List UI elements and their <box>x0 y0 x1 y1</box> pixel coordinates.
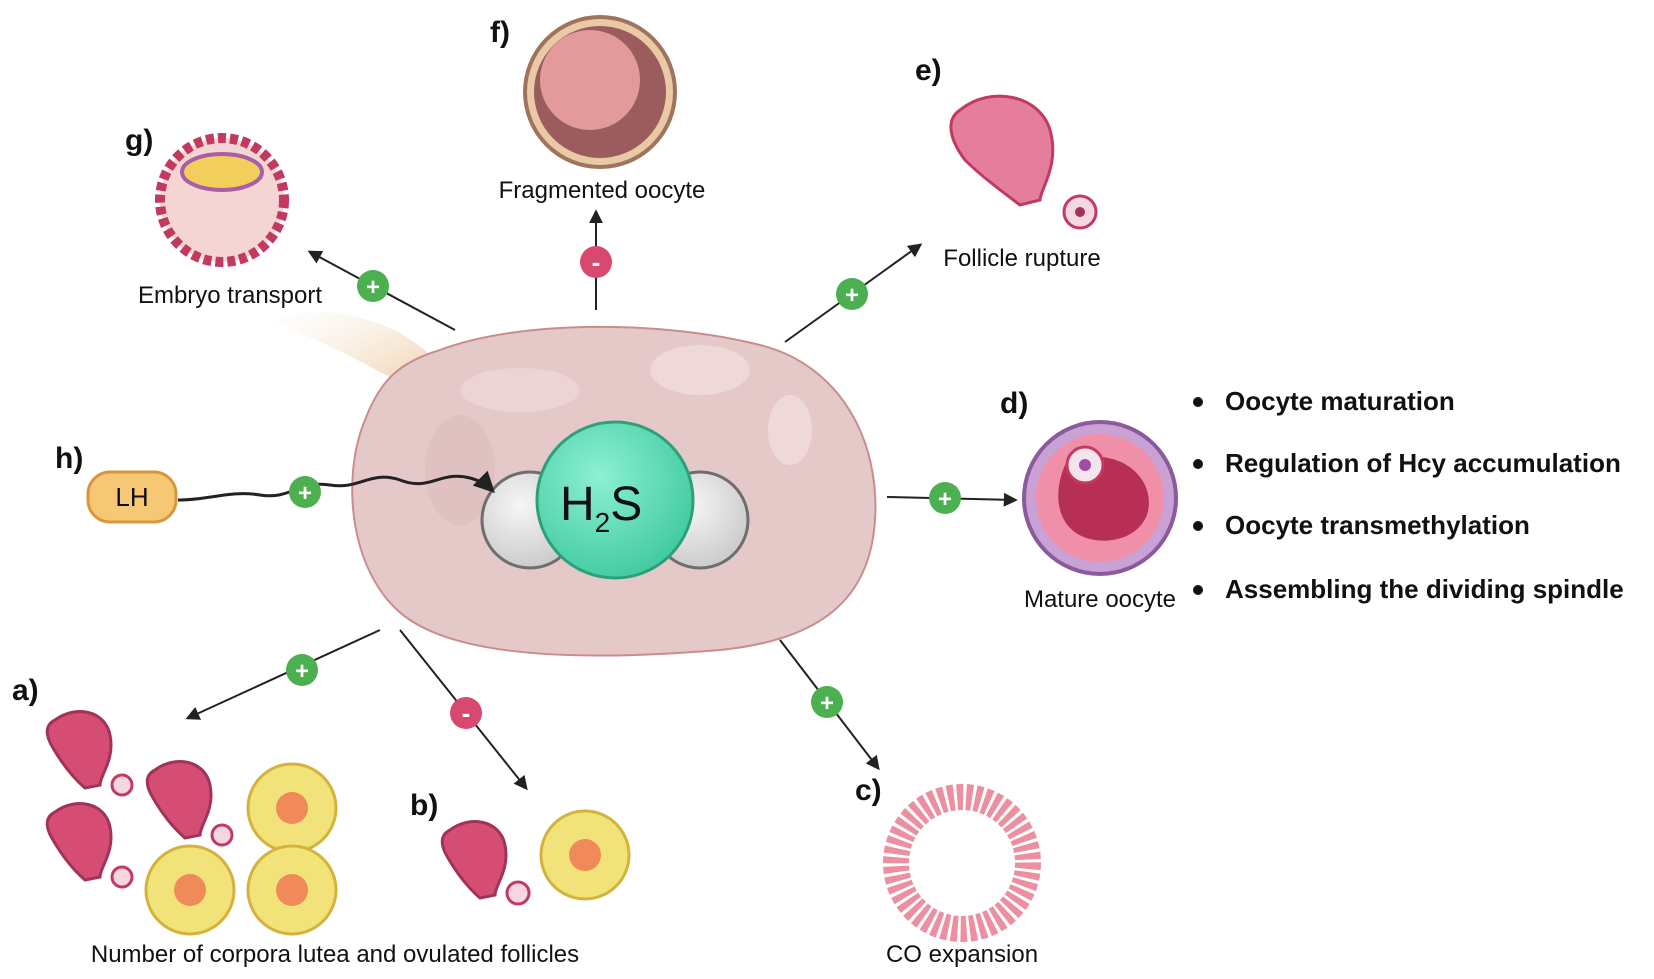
plus-badge-c: + <box>811 686 843 718</box>
svg-text:+: + <box>938 486 952 513</box>
panel-f: f) Fragmented oocyte - <box>490 15 706 310</box>
bullet-item: Oocyte transmethylation <box>1225 510 1530 540</box>
lh-badge <box>86 470 178 524</box>
minus-badge-b: - <box>450 697 482 729</box>
svg-text:-: - <box>462 698 471 728</box>
panel-e-label: Follicle rupture <box>943 245 1100 272</box>
svg-text:+: + <box>820 690 834 717</box>
corpus-luteum-icon <box>539 809 631 901</box>
panel-g-letter: g) <box>125 124 153 157</box>
svg-text:-: - <box>592 247 601 277</box>
lh-wave-arrow <box>177 470 495 502</box>
minus-badge-f: - <box>580 246 612 278</box>
bullet-item: Assembling the dividing spindle <box>1225 574 1624 604</box>
panel-b-letter: b) <box>410 789 438 822</box>
panel-f-letter: f) <box>490 16 510 49</box>
panel-c-label: CO expansion <box>886 941 1038 968</box>
co-expansion-icon <box>883 784 1041 942</box>
panel-f-label: Fragmented oocyte <box>499 177 706 204</box>
svg-text:+: + <box>295 658 309 685</box>
plus-badge-e: + <box>836 278 868 310</box>
h2s-formula: H2S <box>560 478 642 538</box>
panel-g-label: Embryo transport <box>138 282 322 309</box>
panel-g: g) Embryo transport + <box>125 124 456 331</box>
panel-e-letter: e) <box>915 54 942 87</box>
panel-a-letter: a) <box>12 674 39 707</box>
panel-a: a) Number of corpora lutea and ovulated … <box>12 629 579 968</box>
panel-d-label: Mature oocyte <box>1024 586 1176 613</box>
panel-b: b) - <box>399 629 631 906</box>
arrow-a <box>185 629 381 720</box>
panel-e: e) Follicle rupture + <box>784 54 1101 343</box>
plus-badge-g: + <box>357 270 389 302</box>
follicle-icon <box>45 710 134 797</box>
sulfur-atom <box>535 420 695 580</box>
follicle-icon <box>145 760 234 847</box>
svg-text:+: + <box>845 282 859 309</box>
bullet-list: Oocyte maturation Regulation of Hcy accu… <box>1193 386 1624 604</box>
follicle-icon <box>45 802 134 889</box>
panel-c-letter: c) <box>855 774 882 807</box>
corpus-luteum-icon <box>246 762 338 854</box>
bullet-item: Oocyte maturation <box>1225 386 1455 416</box>
lh-label: LH <box>115 482 148 512</box>
panel-d: d) Mature oocyte + <box>886 387 1178 613</box>
follicle-rupture-icon <box>949 94 1055 207</box>
panel-h-letter: h) <box>55 442 83 475</box>
panel-h: h) LH + <box>55 442 495 524</box>
h2s-molecule: H2S <box>480 420 750 580</box>
plus-badge-h: + <box>289 476 321 508</box>
plus-badge-a: + <box>286 654 318 686</box>
panel-d-letter: d) <box>1000 387 1028 420</box>
panel-c: c) CO expansion + <box>779 639 1041 968</box>
follicle-icon <box>440 820 508 900</box>
svg-text:+: + <box>366 274 380 301</box>
plus-badge-d: + <box>929 482 961 514</box>
corpus-luteum-icon <box>246 844 338 936</box>
bullet-item: Regulation of Hcy accumulation <box>1225 448 1621 478</box>
panel-a-label: Number of corpora lutea and ovulated fol… <box>91 941 579 968</box>
corpus-luteum-icon <box>144 844 236 936</box>
svg-text:+: + <box>298 480 312 507</box>
